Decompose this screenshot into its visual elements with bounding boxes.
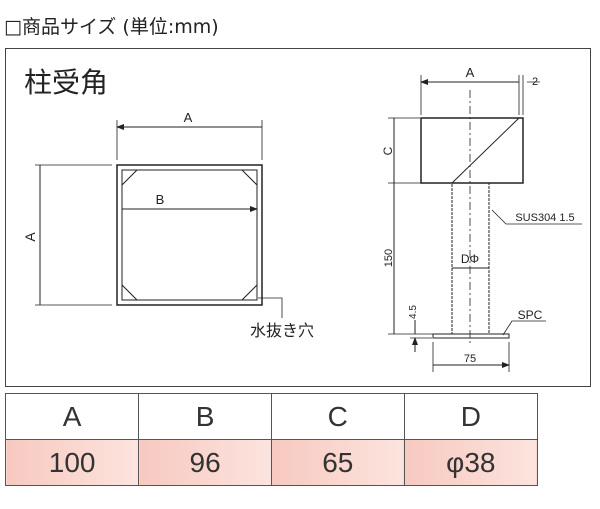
dimension-diagram: 柱受角 A B A 水抜き穴 A 2 C 150 DΦ SUS304 1.5 S… <box>22 65 582 390</box>
page-title: □商品サイズ (単位:mm) <box>4 16 219 38</box>
value-a: 100 <box>4 439 140 486</box>
dim-c-label: C <box>381 146 395 155</box>
side-dim-a: A <box>466 65 475 80</box>
base-width-label: 75 <box>464 353 476 365</box>
thickness-label: 2 <box>532 76 538 88</box>
header-c: C <box>270 393 405 440</box>
header-d: D <box>403 393 539 440</box>
size-table: A B C D 100 96 65 φ38 <box>4 393 539 486</box>
pipe-material-label: SUS304 1.5 <box>515 212 574 224</box>
drain-hole-label: 水抜き穴 <box>250 322 314 340</box>
value-c: 65 <box>270 439 405 486</box>
length-label: 150 <box>383 249 395 267</box>
dim-b-label: B <box>156 192 165 207</box>
base-thickness-label: 4.5 <box>408 305 419 319</box>
header-b: B <box>138 393 272 440</box>
value-b: 96 <box>138 439 272 486</box>
diameter-label: DΦ <box>461 252 479 266</box>
table-row: 100 96 65 φ38 <box>4 439 539 486</box>
value-d: φ38 <box>403 439 539 486</box>
diagram-frame <box>5 48 591 387</box>
header-a: A <box>4 393 140 440</box>
product-name: 柱受角 <box>24 66 108 99</box>
base-material-label: SPC <box>518 308 543 322</box>
table-header-row: A B C D <box>4 393 539 440</box>
dim-a-side-label: A <box>22 232 38 242</box>
dim-a-label: A <box>184 110 193 125</box>
